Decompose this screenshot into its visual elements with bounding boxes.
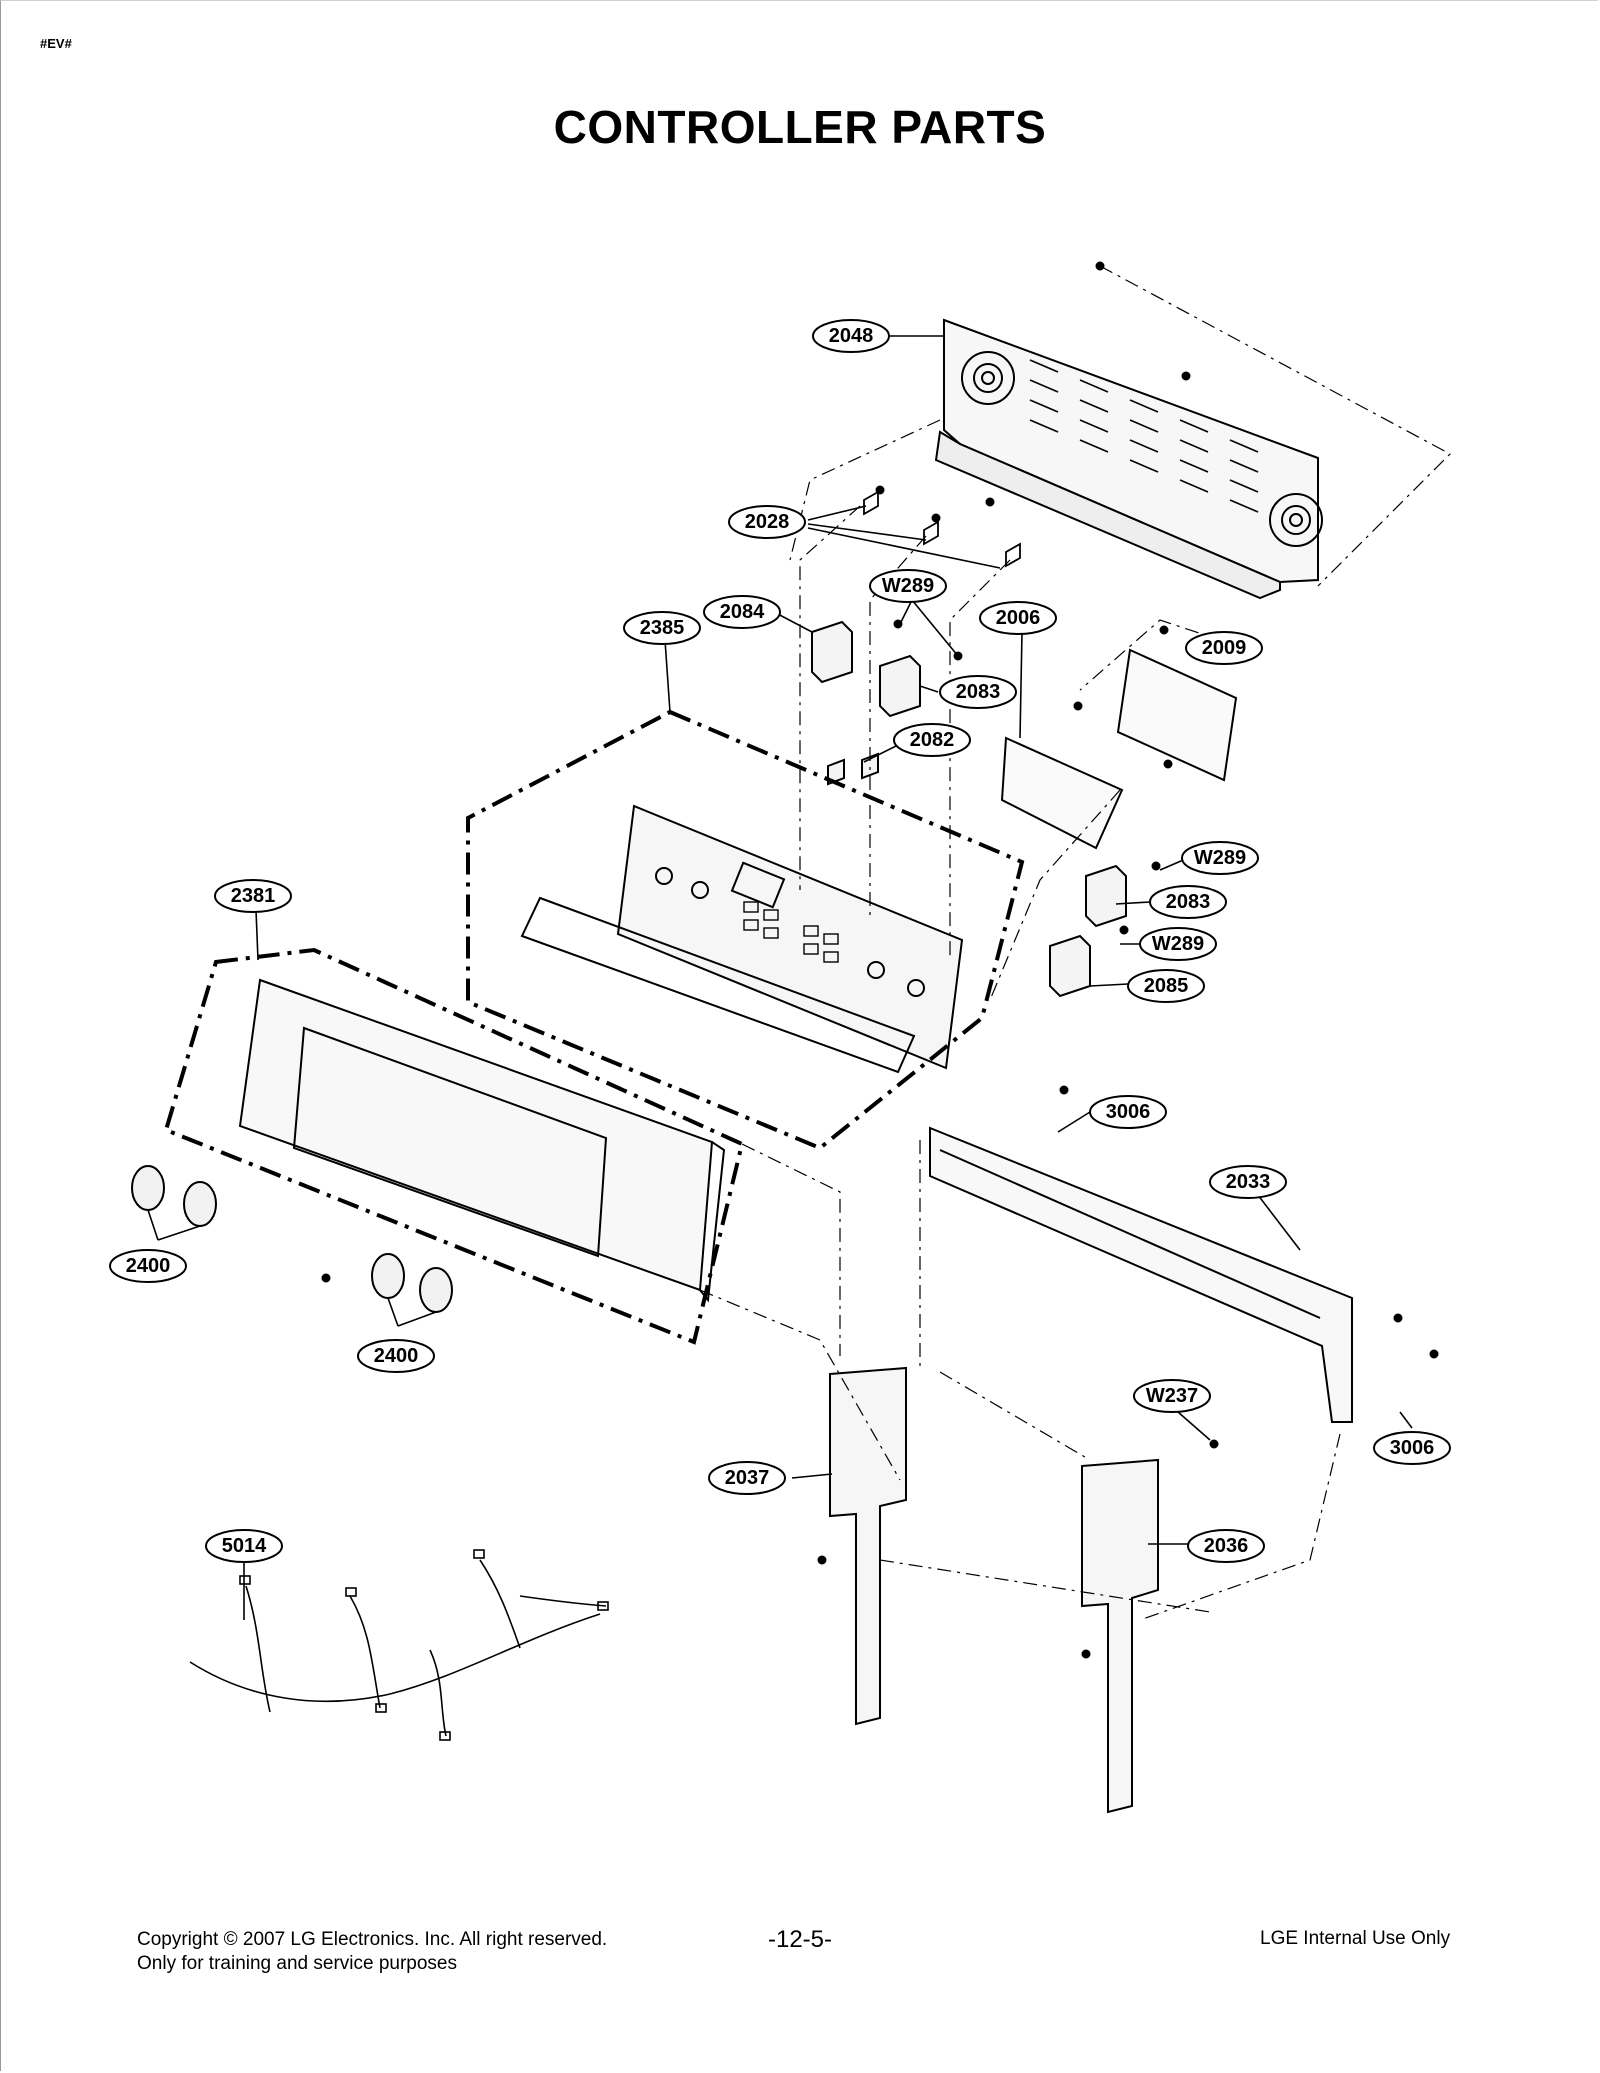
assembly-lines <box>699 265 1451 1621</box>
callout-labels: 2048 2028 2084 W289 2385 2006 2009 2083 … <box>126 325 1435 1557</box>
callout-2381: 2381 <box>231 885 276 907</box>
screws <box>321 261 1439 1659</box>
footer-internal-note: LGE Internal Use Only <box>1260 1928 1451 1949</box>
part-vent-panel <box>934 318 1323 600</box>
part-relays <box>811 620 1127 998</box>
callout-2385: 2385 <box>640 617 685 639</box>
callout-5014: 5014 <box>222 1535 267 1557</box>
callout-2006: 2006 <box>996 607 1041 629</box>
callout-2400-left: 2400 <box>126 1255 171 1277</box>
part-side-trim <box>929 1126 1353 1423</box>
callout-2083-upper: 2083 <box>956 681 1001 703</box>
part-side-brackets <box>829 1366 1159 1814</box>
part-pcb-boards <box>1000 648 1238 850</box>
callout-2037: 2037 <box>725 1467 770 1489</box>
footer-copyright-block: Copyright © 2007 LG Electronics. Inc. Al… <box>137 1928 607 1976</box>
callout-2009: 2009 <box>1202 637 1247 659</box>
part-knobs <box>131 1165 453 1313</box>
callout-2400-right: 2400 <box>374 1345 419 1367</box>
callout-2036: 2036 <box>1204 1535 1249 1557</box>
page-title: CONTROLLER PARTS <box>553 101 1047 153</box>
callout-2033: 2033 <box>1226 1171 1271 1193</box>
callout-w237: W237 <box>1146 1385 1198 1407</box>
callout-2084: 2084 <box>720 601 765 623</box>
callout-ovals <box>109 319 1451 1563</box>
footer-training-note: Only for training and service purposes <box>137 1953 457 1974</box>
callout-w289-lower: W289 <box>1152 933 1204 955</box>
part-wire-harness <box>189 1549 609 1741</box>
callout-2048: 2048 <box>829 325 874 347</box>
callout-2028: 2028 <box>745 511 790 533</box>
callout-3006-upper: 3006 <box>1106 1101 1151 1123</box>
corner-tag: #EV# <box>40 36 72 51</box>
footer-page-number: -12-5- <box>767 1926 833 1953</box>
callout-2085: 2085 <box>1144 975 1189 997</box>
callout-w289-upper: W289 <box>882 575 934 597</box>
callout-3006-lower: 3006 <box>1390 1437 1435 1459</box>
callout-2082: 2082 <box>910 729 955 751</box>
footer-copyright: Copyright © 2007 LG Electronics. Inc. Al… <box>137 1929 608 1950</box>
callout-w289-middle: W289 <box>1194 847 1246 869</box>
part-front-trim <box>163 947 745 1345</box>
callout-2083-lower: 2083 <box>1166 891 1211 913</box>
part-control-panel <box>466 709 1025 1151</box>
part-brackets <box>863 490 1021 568</box>
